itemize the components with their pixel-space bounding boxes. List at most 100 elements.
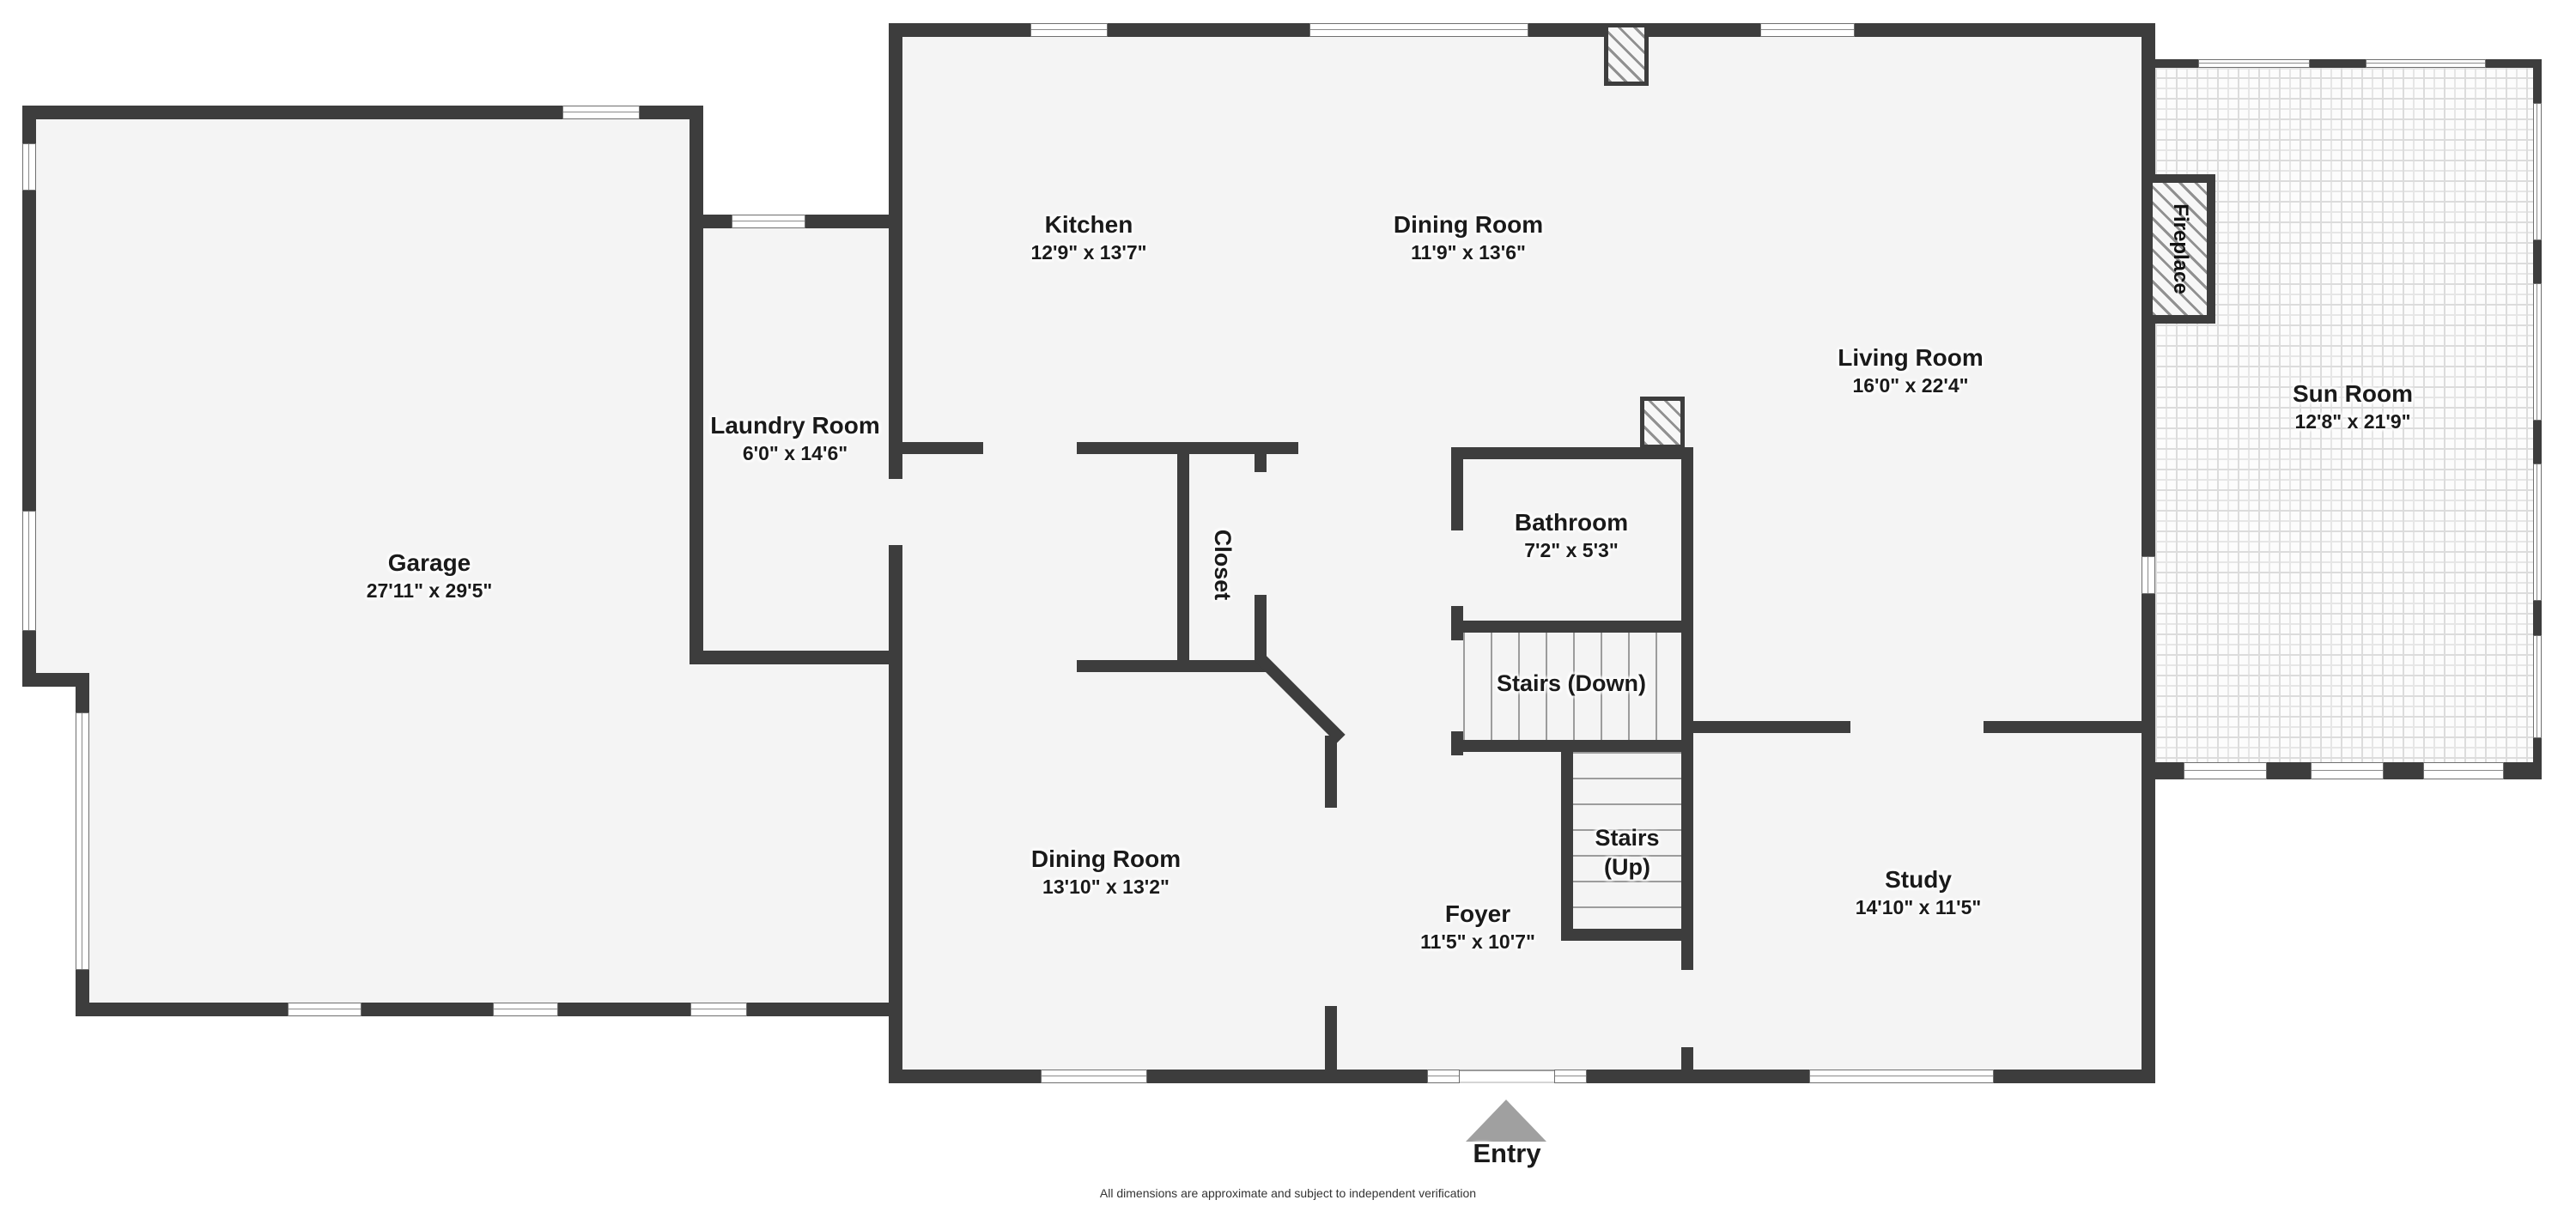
- living-study-wall-b: [1984, 721, 2142, 733]
- fireplace-hatch: Fireplace: [2144, 174, 2215, 324]
- room-name-2: (Up): [1604, 854, 1650, 880]
- room-dims: 12'8" x 21'9": [2294, 410, 2411, 433]
- garage-top-wall: [22, 106, 702, 119]
- room-name: Laundry Room: [710, 412, 880, 439]
- garage-floor: [22, 106, 702, 687]
- sunroom-right-window-1: [2533, 103, 2542, 240]
- room-name: Living Room: [1838, 344, 1984, 371]
- garage-floor-lower: [82, 682, 702, 1016]
- room-label-bathroom: Bathroom 7'2" x 5'3": [1515, 508, 1628, 563]
- fireplace-label: Fireplace: [2168, 203, 2192, 294]
- garage-bottom-window-1: [288, 1003, 361, 1016]
- room-label-sunroom: Sun Room 12'8" x 21'9": [2293, 379, 2413, 434]
- room-dims: 11'9" x 13'6": [1411, 241, 1526, 264]
- room-name: Sun Room: [2293, 380, 2413, 407]
- laundry-floor: [690, 215, 889, 1016]
- dining-bottom-window: [1041, 1070, 1147, 1083]
- room-name: Bathroom: [1514, 509, 1629, 536]
- room-label-stairs-up: Stairs (Up): [1595, 823, 1659, 882]
- room-name: Dining Room: [1030, 845, 1182, 872]
- room-dims: 16'0" x 22'4": [1852, 374, 1969, 397]
- sunroom-bottom-window-3: [2423, 762, 2504, 779]
- room-label-living: Living Room 16'0" x 22'4": [1838, 343, 1984, 398]
- garage-step-wall: [22, 673, 88, 687]
- room-label-study: Study 14'10" x 11'5": [1856, 865, 1982, 920]
- laundry-top-window: [732, 215, 805, 228]
- stairs-up-treads: [1573, 752, 1681, 929]
- stairsup-bottom-wall: [1561, 929, 1693, 941]
- bathroom-right-wall: [1681, 447, 1693, 970]
- room-label-laundry: Laundry Room 6'0" x 14'6": [710, 411, 880, 466]
- garage-bottom-window-3: [690, 1003, 747, 1016]
- study-stub-wall: [1681, 1047, 1693, 1083]
- entry-sidelight-left: [1427, 1070, 1460, 1083]
- entry-arrow-icon: [1466, 1100, 1546, 1142]
- room-name: Closet: [1210, 529, 1236, 601]
- room-label-stairs-down: Stairs (Down): [1497, 669, 1646, 698]
- disclaimer-text: All dimensions are approximate and subje…: [1099, 1186, 1477, 1200]
- house-top-window-2: [1309, 23, 1528, 37]
- room-label-closet: Closet: [1208, 530, 1237, 601]
- room-label-dining-top: Dining Room 11'9" x 13'6": [1394, 210, 1543, 265]
- room-name: Stairs: [1595, 825, 1660, 851]
- sunroom-top-window-1: [2198, 59, 2310, 68]
- house-top-window-1: [1030, 23, 1108, 37]
- chimney-hatch-top: [1604, 23, 1649, 86]
- garage-bottom-window-2: [493, 1003, 558, 1016]
- kitchen-hall-wall-a: [902, 442, 983, 454]
- garage-left-lower-window: [76, 712, 89, 970]
- room-name: Dining Room: [1393, 211, 1544, 238]
- house-floor: [889, 23, 2155, 1083]
- garage-bottom-wall: [76, 1003, 889, 1016]
- room-dims: 13'10" x 13'2": [1042, 876, 1170, 898]
- room-name: Stairs (Down): [1496, 670, 1647, 696]
- room-name: Foyer: [1444, 900, 1511, 927]
- garage-left-window-1: [22, 143, 36, 191]
- sunroom-bottom-window-2: [2311, 762, 2384, 779]
- room-dims: 11'5" x 10'7": [1420, 930, 1535, 953]
- sunroom-top-wall: [2155, 59, 2542, 68]
- room-label-foyer: Foyer 11'5" x 10'7": [1420, 900, 1535, 954]
- east-wall-window: [2142, 556, 2155, 594]
- sunroom-right-window-3: [2533, 464, 2542, 601]
- entry-sidelight-right: [1554, 1070, 1587, 1083]
- room-dims: 12'9" x 13'7": [1030, 241, 1147, 264]
- house-west-wall: [889, 23, 902, 1083]
- room-label-dining-bottom: Dining Room 13'10" x 13'2": [1031, 845, 1181, 900]
- garage-right-wall: [690, 106, 703, 664]
- closet-door: [1255, 472, 1267, 595]
- basement-stairs-door: [1451, 640, 1463, 731]
- sunroom-right-window-4: [2533, 635, 2542, 738]
- room-dims: 14'10" x 11'5": [1855, 896, 1982, 918]
- room-dims: 7'2" x 5'3": [1524, 539, 1619, 561]
- kitchen-hall-wall-b: [1077, 442, 1298, 454]
- study-bottom-window: [1809, 1070, 1994, 1083]
- stairsup-left-wall: [1561, 752, 1573, 941]
- stairs-bottom-wall: [1451, 740, 1693, 752]
- stairs-down-treads: [1463, 633, 1681, 740]
- bathroom-top-wall: [1451, 447, 1693, 459]
- sunroom-floor: [2155, 59, 2542, 779]
- room-label-kitchen: Kitchen 12'9" x 13'7": [1030, 210, 1146, 265]
- foyer-stub-upper: [1325, 736, 1337, 808]
- garage-left-window-2: [22, 511, 36, 631]
- entry-label: Entry: [1473, 1138, 1540, 1169]
- room-name: Garage: [387, 549, 471, 576]
- chimney-hatch-bathroom: [1640, 397, 1685, 449]
- foyer-stub-lower: [1325, 1006, 1337, 1083]
- laundry-bottom-wall: [690, 651, 889, 664]
- laundry-house-door: [889, 479, 902, 545]
- house-top-window-3: [1760, 23, 1855, 37]
- stairs-top-wall: [1463, 621, 1681, 633]
- entry-text: Entry: [1473, 1138, 1541, 1168]
- room-name: Study: [1885, 866, 1952, 893]
- room-label-garage: Garage 27'11" x 29'5": [367, 548, 493, 603]
- room-dims: 6'0" x 14'6": [742, 442, 848, 464]
- closet-left-wall: [1177, 454, 1189, 672]
- living-study-wall-a: [1693, 721, 1850, 733]
- sunroom-bottom-window-1: [2184, 762, 2267, 779]
- room-name: Kitchen: [1044, 211, 1133, 238]
- entry-door: [1460, 1070, 1554, 1083]
- sunroom-top-window-2: [2366, 59, 2486, 68]
